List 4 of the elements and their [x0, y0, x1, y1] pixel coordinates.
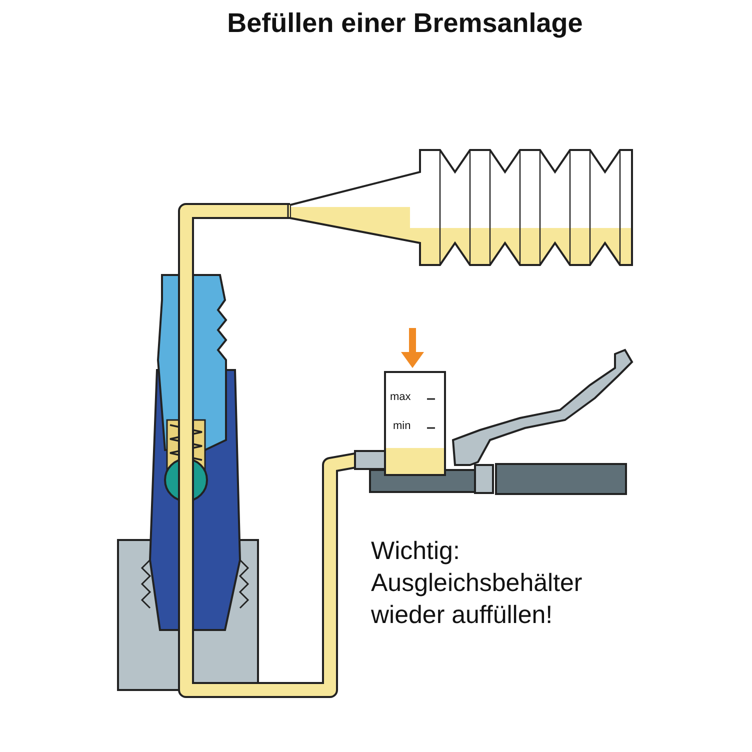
level-mark-label: min: [393, 420, 411, 432]
title-heading: Befüllen einer Bremsanlage: [226, 8, 584, 39]
level-mark-label: max: [390, 391, 411, 403]
note-text: Wichtig: Ausgleichsbehälter wieder auffüllen!: [371, 536, 584, 631]
